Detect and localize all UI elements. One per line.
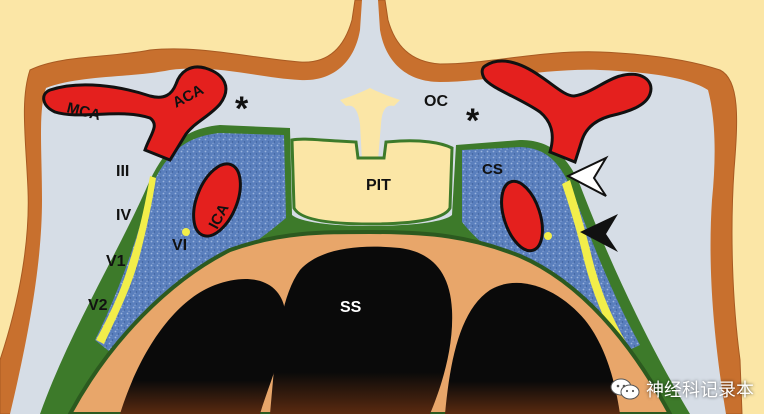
label-cranial-nerve-iii: III: [116, 163, 129, 180]
label-cranial-nerve-v2: V2: [88, 297, 108, 314]
black-arrowhead: [580, 214, 618, 252]
nerve-streak-right: [562, 180, 626, 346]
label-oc: OC: [424, 93, 448, 110]
watermark: 神经科记录本: [610, 376, 754, 402]
pituitary-stalk: [340, 88, 400, 160]
asterisk-left: *: [235, 90, 249, 128]
label-cranial-nerve-vi: VI: [172, 237, 187, 254]
sphenoid-sinus-left-cell: [120, 278, 286, 414]
abducens-nerve-dot-left: [182, 228, 190, 236]
label-cranial-nerve-iv: IV: [116, 207, 131, 224]
label-cs: CS: [482, 161, 503, 178]
white-arrowhead: [565, 155, 609, 197]
label-cranial-nerve-v1: V1: [106, 253, 126, 270]
wechat-icon: [610, 378, 640, 400]
nerve-streak-left: [96, 176, 156, 344]
sphenoid-sinus-right-cell: [445, 282, 620, 414]
label-pit: PIT: [366, 177, 391, 194]
pituitary-gland: [290, 137, 454, 226]
sphenoid-sinus-center-cell: [270, 246, 453, 414]
label-ss: SS: [340, 299, 362, 316]
ica-left: [192, 162, 242, 238]
watermark-text: 神经科记录本: [646, 380, 754, 401]
artery-mca-aca-right: [480, 59, 653, 164]
abducens-nerve-dot-right: [544, 232, 552, 240]
asterisk-right: *: [466, 102, 480, 140]
artery-mca-aca-left: [42, 65, 228, 162]
ica-right: [500, 179, 544, 253]
